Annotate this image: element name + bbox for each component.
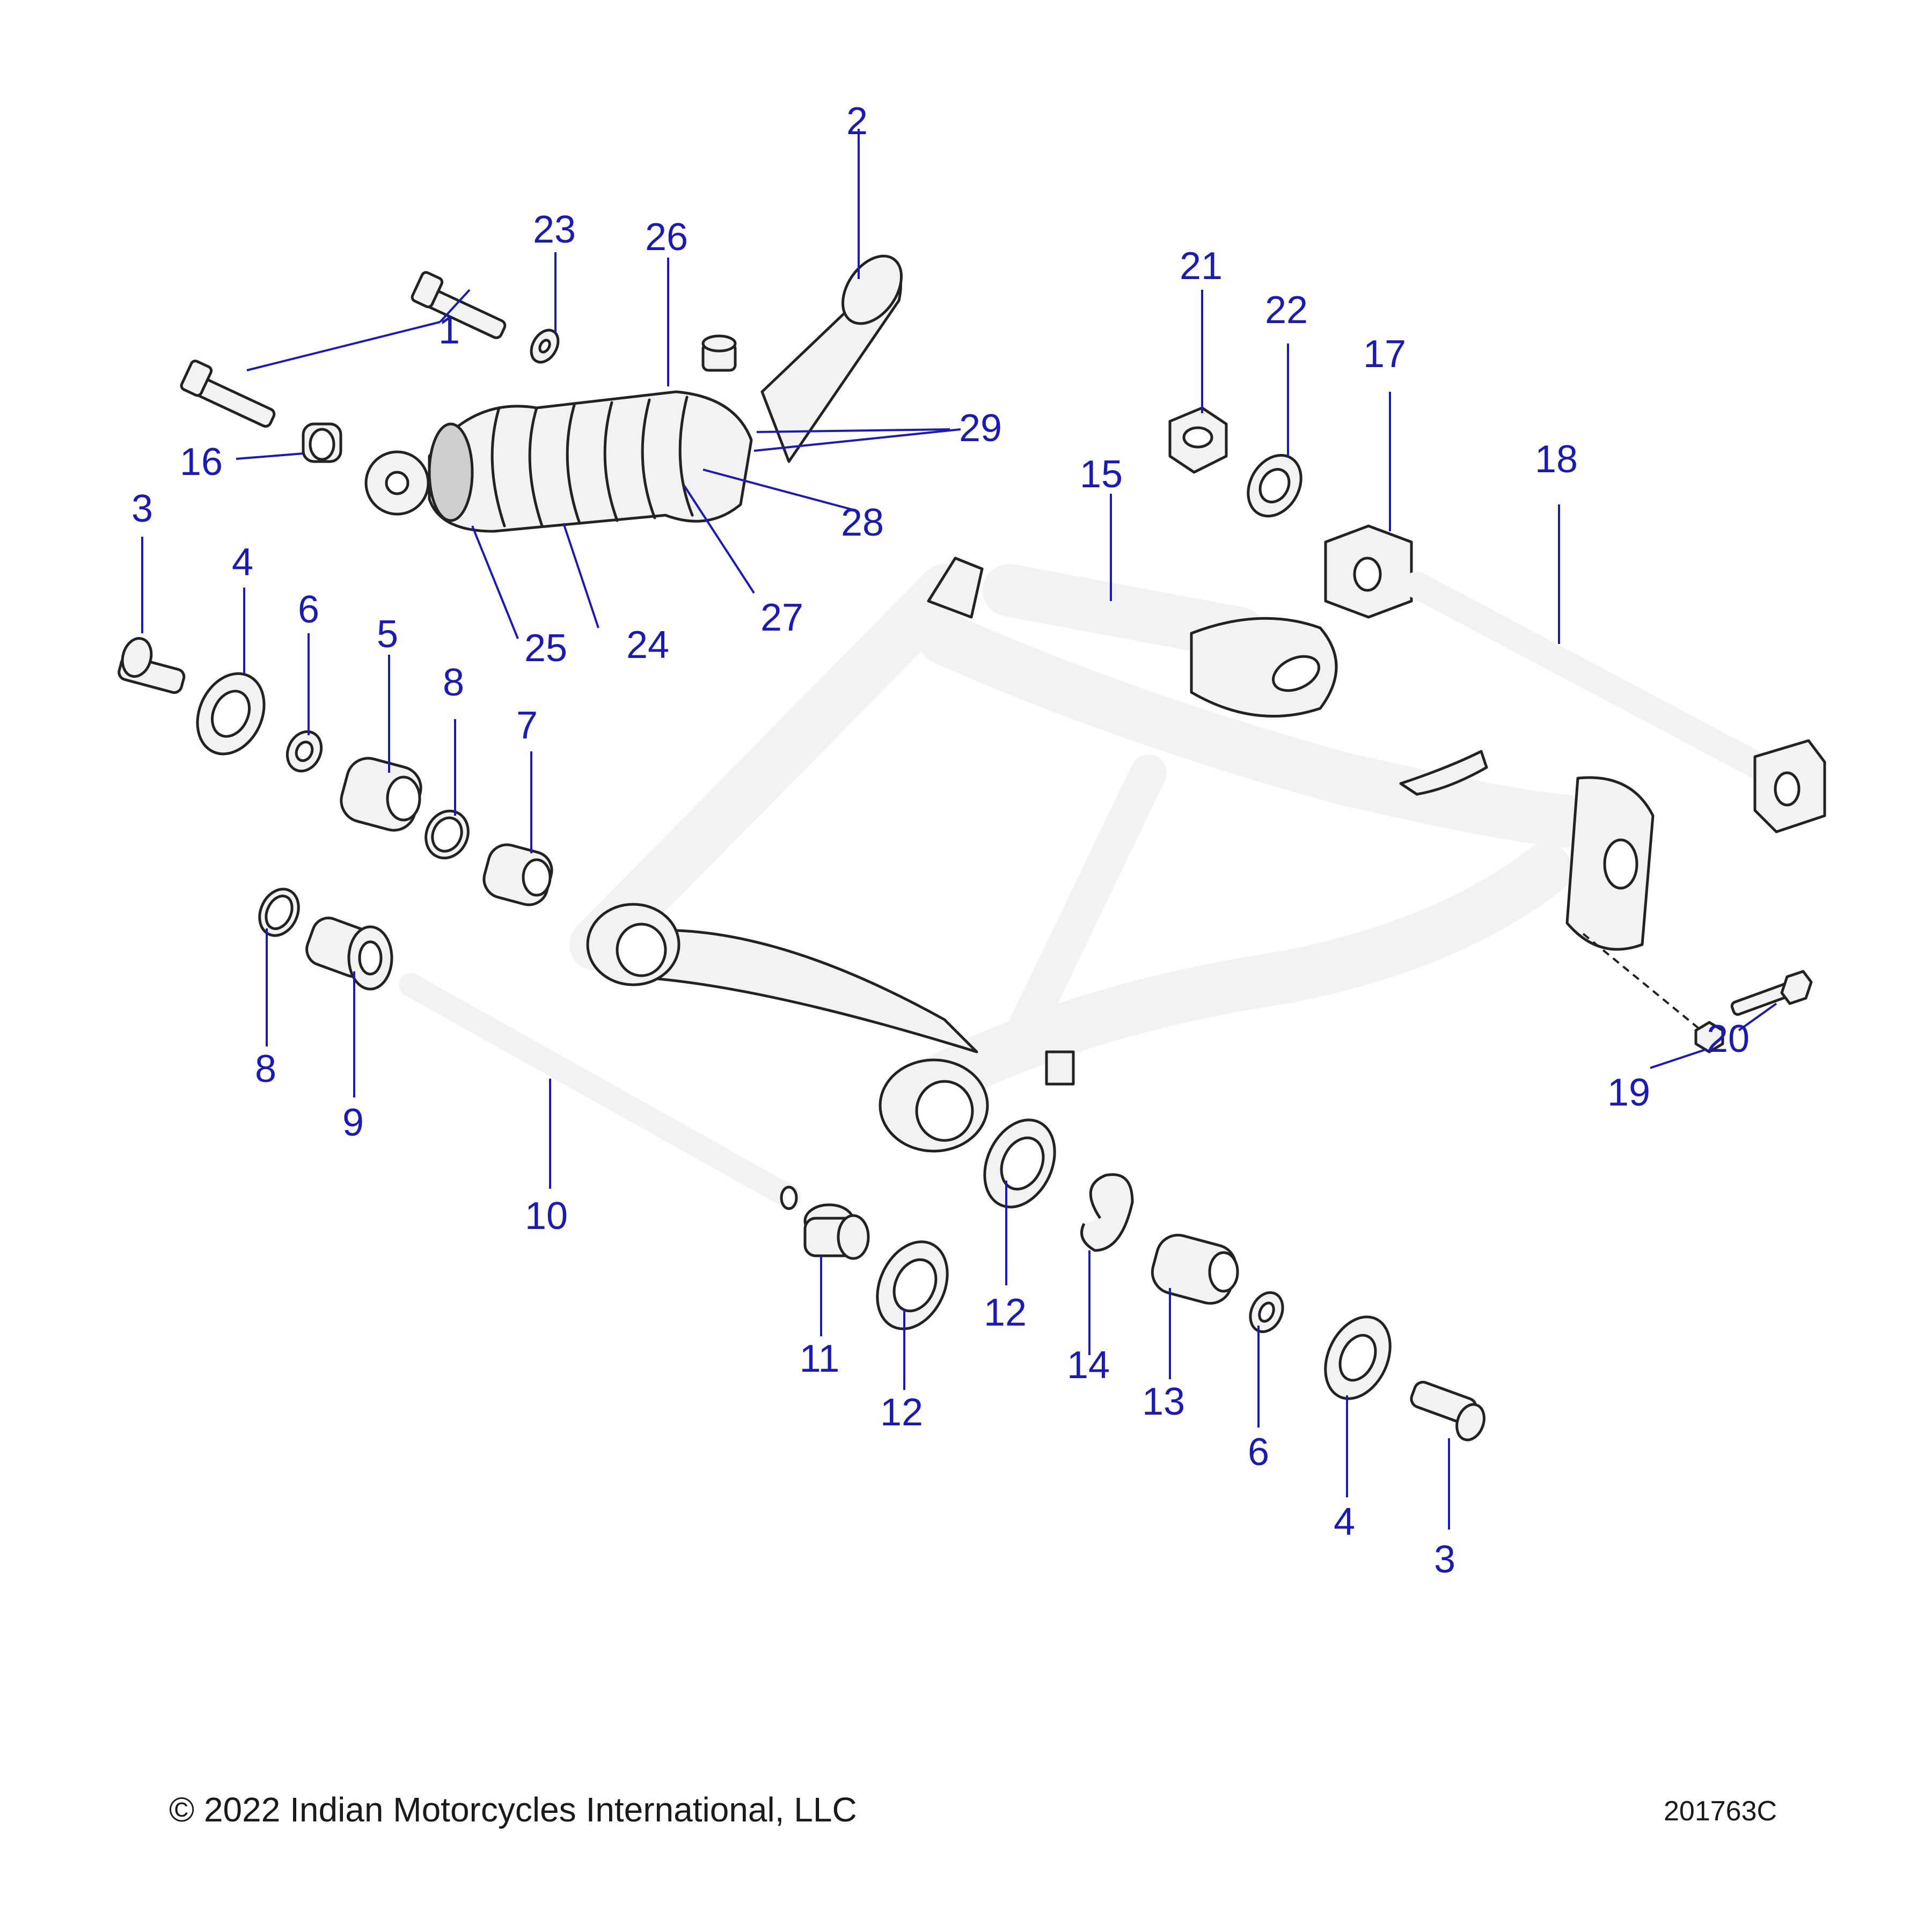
bolt-1-lower (180, 360, 276, 428)
callout-17: 17 (1363, 333, 1406, 376)
callout-4-right: 4 (1334, 1501, 1355, 1543)
callout-26: 26 (645, 216, 688, 259)
washer-23 (530, 328, 560, 364)
callout-18: 18 (1535, 438, 1578, 481)
swingarm-15 (569, 557, 1655, 1153)
callout-1: 1 (438, 309, 460, 352)
callout-8-lower: 8 (255, 1048, 276, 1091)
callout-6-right: 6 (1248, 1431, 1269, 1474)
washer-22 (1247, 453, 1302, 518)
callout-29: 29 (959, 407, 1002, 450)
collar-11 (803, 1203, 870, 1260)
copyright-notice: © 2022 Indian Motorcycles International,… (169, 1790, 857, 1829)
callout-11: 11 (800, 1337, 840, 1380)
nut-19 (1694, 1021, 1724, 1053)
callout-9: 9 (342, 1101, 364, 1144)
axle-18 (1403, 572, 1826, 833)
callout-25: 25 (524, 627, 567, 670)
callout-28: 28 (841, 501, 884, 544)
callout-5: 5 (377, 613, 398, 656)
callout-22: 22 (1265, 289, 1308, 332)
leader-lines (141, 129, 1777, 1529)
callout-6-left: 6 (298, 588, 319, 631)
callout-27: 27 (760, 596, 803, 639)
bearing-12-outer (983, 1118, 1056, 1209)
callout-4-left: 4 (232, 541, 253, 584)
shock-absorber (364, 254, 903, 533)
seal-8-upper (425, 809, 470, 860)
callout-24: 24 (626, 624, 669, 667)
sleeve-7 (482, 843, 553, 906)
callout-numbers: 2 1 23 26 16 3 4 6 5 8 7 25 24 27 28 29 … (131, 100, 1750, 1581)
spacer-13 (1151, 1233, 1239, 1305)
callout-14: 14 (1067, 1344, 1110, 1387)
adjuster-block-17 (1324, 524, 1413, 619)
callout-16: 16 (180, 441, 223, 484)
circlip-14 (1080, 1173, 1134, 1252)
bolt-1-upper (411, 271, 507, 339)
bearing-12-inner (876, 1240, 949, 1330)
callout-8-upper: 8 (443, 661, 464, 704)
spacer-16 (302, 422, 342, 463)
callout-7: 7 (516, 704, 538, 747)
callout-23: 23 (533, 208, 576, 251)
callout-12-outer: 12 (984, 1291, 1027, 1334)
bushing-5 (340, 757, 422, 832)
washer-6-left (286, 730, 323, 773)
callout-19: 19 (1607, 1071, 1650, 1114)
bolt-20 (1730, 970, 1813, 1016)
callout-13: 13 (1142, 1380, 1185, 1423)
callout-10: 10 (525, 1195, 568, 1238)
callout-15: 15 (1080, 453, 1123, 496)
pivot-shaft-10 (399, 973, 801, 1210)
flanged-bushing-9 (305, 917, 393, 991)
seal-8-lower (258, 888, 300, 937)
locknut-4-right (1324, 1315, 1392, 1400)
washer-6-right (1249, 1291, 1284, 1333)
pivot-bolt-3-left (118, 637, 186, 694)
locknut-4-left (196, 672, 266, 756)
callout-3-left: 3 (131, 487, 153, 530)
pivot-bolt-3-right (1410, 1380, 1485, 1441)
callout-12-inner: 12 (880, 1391, 923, 1434)
nut-21 (1168, 406, 1228, 474)
callout-21: 21 (1180, 245, 1223, 288)
callout-2: 2 (846, 100, 868, 143)
drawing-number: 201763C (1664, 1796, 1777, 1827)
callout-3-right: 3 (1434, 1538, 1455, 1581)
callout-20: 20 (1707, 1018, 1750, 1060)
